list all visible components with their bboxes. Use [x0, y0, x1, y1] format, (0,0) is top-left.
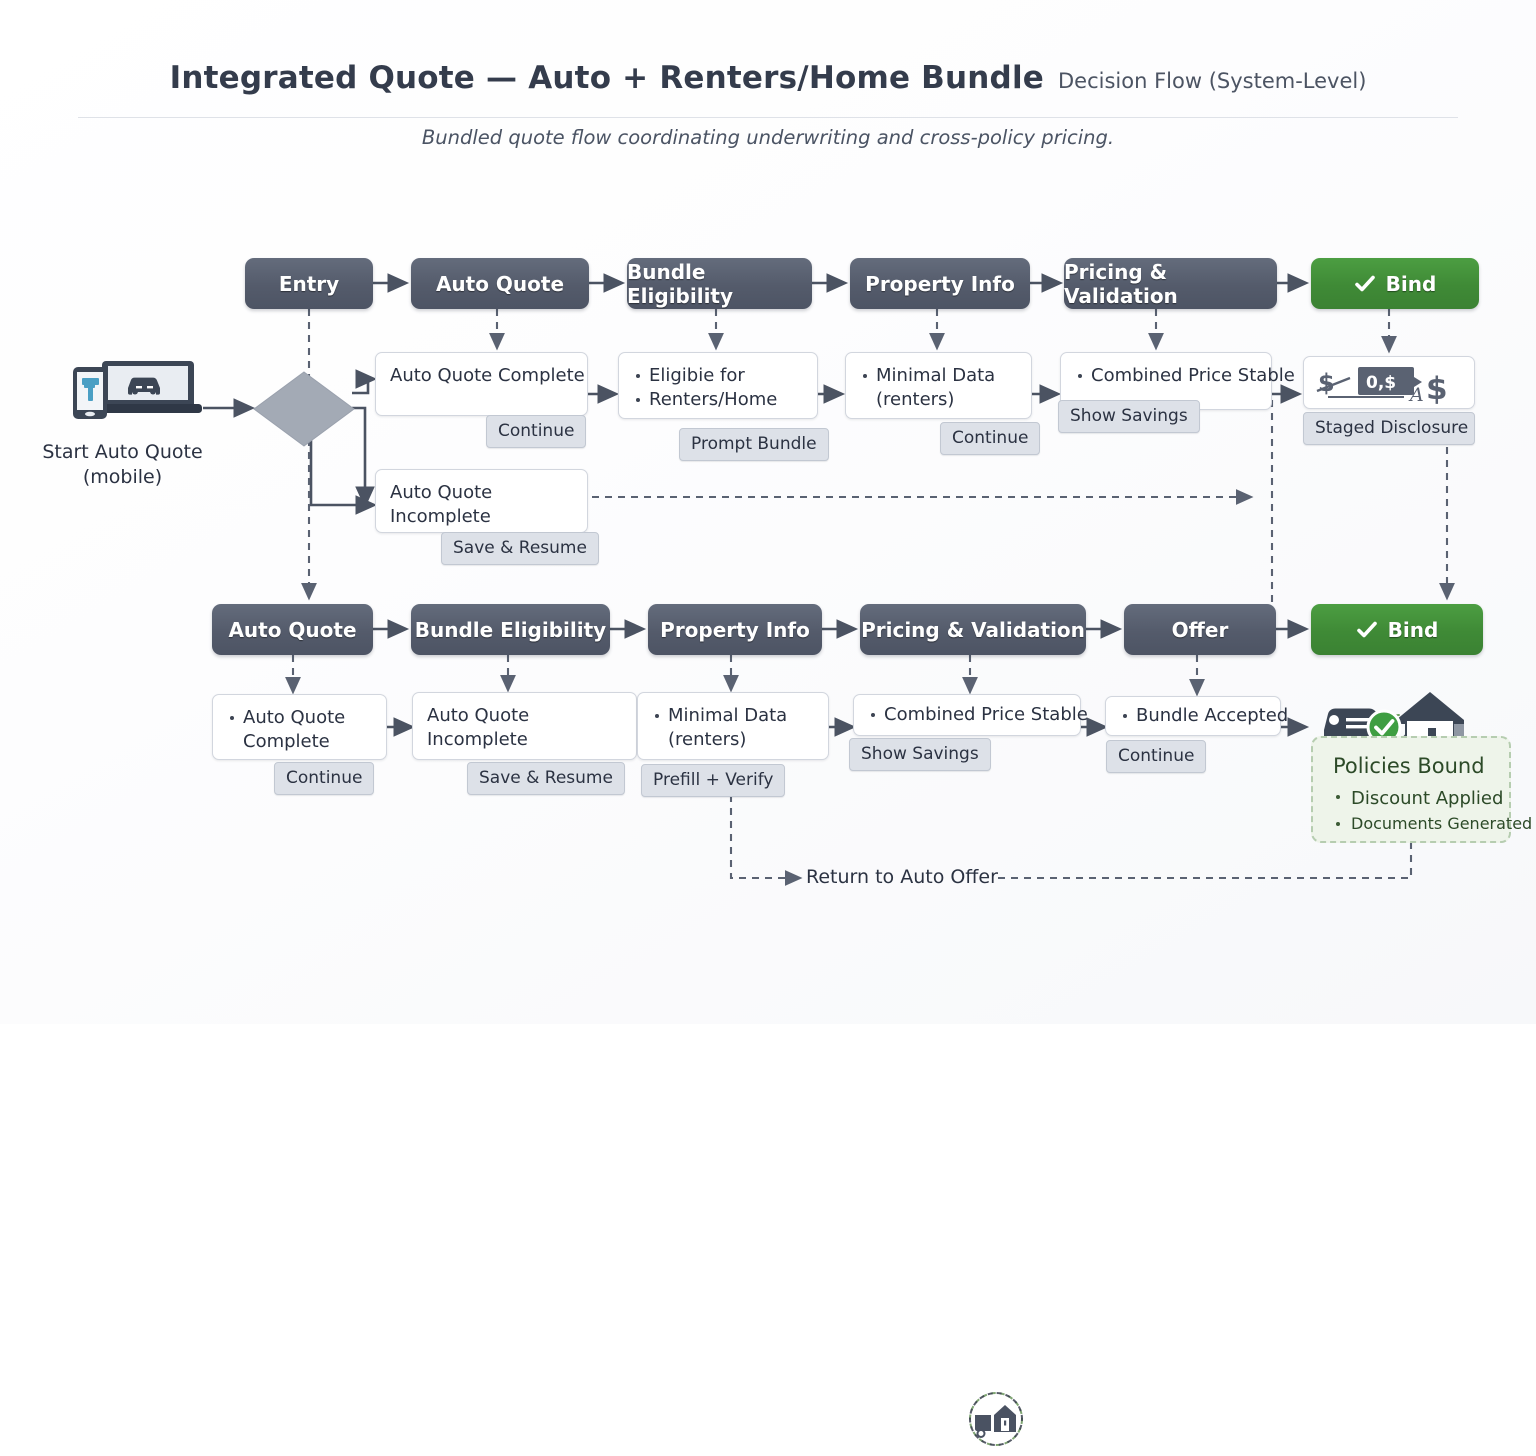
card-line: Incomplete	[390, 506, 491, 528]
pill-row1-prompt-bundle[interactable]: Prompt Bundle	[679, 428, 829, 461]
card-row1-staged-disclosure[interactable]: $ 0,$ A $	[1303, 356, 1475, 409]
page-subtitle: Bundled quote flow coordinating underwri…	[421, 126, 1115, 149]
stage-label: Bind	[1385, 271, 1437, 296]
policies-bound-item-1: Discount Applied	[1333, 785, 1503, 812]
money-discount-icon: $ 0,$ A $	[1314, 361, 1466, 407]
trailer-house-icon	[961, 1387, 1031, 1451]
title-main: Integrated Quote — Auto + Renters/Home B…	[169, 60, 1044, 96]
stage-row2-bundle-eligibility[interactable]: Bundle Eligibility	[411, 604, 610, 655]
pill-row2-save-resume[interactable]: Save & Resume	[467, 762, 625, 795]
card-row2-combined-price-stable[interactable]: Combined Price Stable	[853, 694, 1088, 736]
pill-row2-show-savings[interactable]: Show Savings	[849, 738, 991, 771]
card-line: Combined Price Stable	[1075, 364, 1295, 388]
start-label-line2: (mobile)	[82, 465, 163, 488]
card-line: Incomplete	[427, 729, 528, 751]
card-line: Minimal Data	[652, 704, 816, 728]
stage-label: Pricing & Validation	[861, 617, 1085, 642]
check-icon	[1356, 619, 1378, 641]
stage-row1-pricing-validation[interactable]: Pricing & Validation	[1064, 258, 1277, 309]
stage-row1-auto-quote[interactable]: Auto Quote	[411, 258, 589, 309]
card-line: Minimal Data	[860, 364, 1019, 388]
policies-bound-panel[interactable]: Policies Bound Discount Applied Document…	[1311, 736, 1532, 843]
card-line: (renters)	[668, 729, 747, 751]
stage-label: Auto Quote	[228, 617, 357, 642]
header-divider	[78, 117, 1458, 118]
stage-row2-property-info[interactable]: Property Info	[648, 604, 822, 655]
card-line: Auto Quote	[227, 706, 374, 730]
card-row1-minimal-data[interactable]: Minimal Data(renters)	[845, 352, 1032, 419]
card-line: Renters/Home	[633, 388, 805, 412]
card-line: Auto Quote	[390, 482, 493, 503]
card-line: Auto Quote Complete	[390, 365, 585, 386]
stage-label: Offer	[1171, 617, 1229, 642]
stage-row1-bind[interactable]: Bind	[1311, 258, 1479, 309]
stage-row1-entry[interactable]: Entry	[245, 258, 373, 309]
stage-row2-bind[interactable]: Bind	[1311, 604, 1483, 655]
svg-text:A: A	[1408, 384, 1424, 406]
card-line: Bundle Accepted	[1120, 704, 1288, 728]
start-node-label: Start Auto Quote (mobile)	[20, 440, 225, 489]
decision-diamond	[252, 370, 356, 448]
page-title: Integrated Quote — Auto + Renters/Home B…	[0, 60, 1536, 96]
svg-text:$: $	[1318, 369, 1335, 397]
stage-row1-bundle-eligibility[interactable]: Bundle Eligibility	[627, 258, 812, 309]
stage-label: Bind	[1387, 617, 1439, 642]
stage-row2-auto-quote[interactable]: Auto Quote	[212, 604, 373, 655]
stage-label: Bundle Eligibility	[414, 617, 607, 642]
stage-label: Bundle Eligibility	[627, 259, 734, 308]
stage-label: Property Info	[865, 271, 1015, 296]
stage-label: Property Info	[660, 617, 810, 642]
pill-row1-continue-1[interactable]: Continue	[486, 415, 587, 448]
card-row2-minimal-data[interactable]: Minimal Data(renters)	[637, 692, 829, 760]
pill-row1-staged-disclosure[interactable]: Staged Disclosure	[1303, 412, 1475, 445]
mobile-and-laptop-car-icon	[70, 358, 210, 420]
policies-bound-title: Policies Bound	[1333, 754, 1485, 778]
card-line: Auto Quote	[427, 705, 530, 726]
svg-text:$: $	[1426, 371, 1448, 407]
stage-label: Entry	[278, 271, 340, 296]
stage-label: Pricing & Validation	[1064, 259, 1178, 308]
stage-row2-offer[interactable]: Offer	[1124, 604, 1276, 655]
svg-text:0,$: 0,$	[1366, 373, 1396, 393]
policies-bound-item-2: Documents Generated	[1333, 812, 1532, 836]
pill-row1-show-savings[interactable]: Show Savings	[1058, 400, 1200, 433]
title-sub: Decision Flow (System-Level)	[1058, 69, 1367, 93]
check-icon	[1354, 273, 1376, 295]
card-line: (renters)	[876, 389, 955, 411]
pill-row2-continue-2[interactable]: Continue	[1106, 740, 1207, 773]
card-row1-auto-quote-complete[interactable]: Auto Quote Complete	[375, 352, 588, 416]
return-to-auto-offer-label: Return to Auto Offer	[806, 866, 998, 888]
card-row2-bundle-accepted[interactable]: Bundle Accepted	[1105, 696, 1288, 736]
stage-row1-property-info[interactable]: Property Info	[850, 258, 1030, 309]
start-label-line1: Start Auto Quote	[42, 441, 203, 463]
pill-row1-continue-2[interactable]: Continue	[940, 422, 1041, 455]
stage-label: Auto Quote	[435, 271, 565, 296]
card-line: Combined Price Stable	[868, 703, 1088, 727]
pill-row2-continue-1[interactable]: Continue	[274, 762, 375, 795]
pill-row1-save-resume[interactable]: Save & Resume	[441, 532, 599, 565]
pill-row2-prefill-verify[interactable]: Prefill + Verify	[641, 764, 786, 797]
stage-row2-pricing-validation[interactable]: Pricing & Validation	[860, 604, 1086, 655]
card-line: Complete	[243, 731, 330, 753]
diagram-canvas	[0, 0, 1536, 1024]
card-line: Eligibie for	[633, 364, 805, 388]
